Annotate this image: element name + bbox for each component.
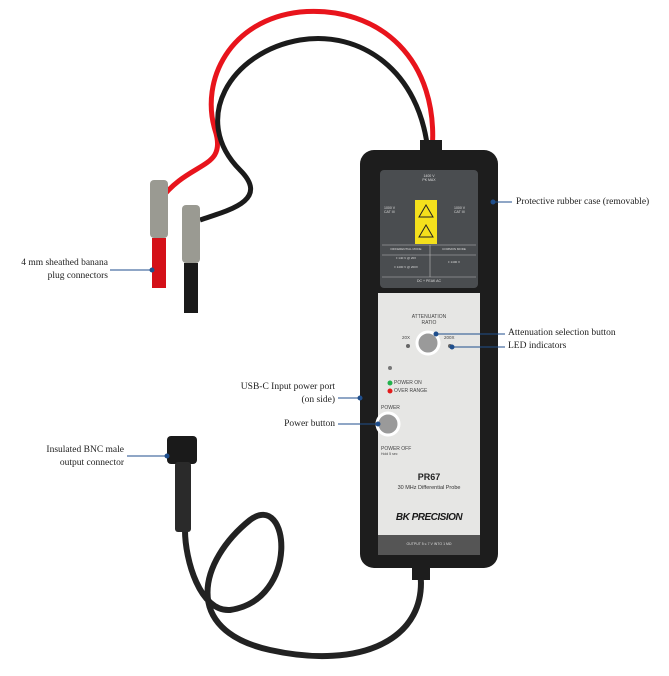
model-name: PR67 [417, 472, 441, 482]
label-over-range: OVER RANGE [394, 388, 428, 394]
callout-text: USB-C Input power port [240, 382, 335, 392]
output-strip [378, 535, 480, 555]
common-mode-column: COMMON MODE ± 1400 V [430, 247, 478, 264]
rating-footer: DC + PEAK AC [416, 279, 442, 283]
label-power-on: POWER ON [394, 380, 422, 386]
led-over-range [387, 388, 393, 394]
attenuation-label: ATTENUATION RATIO [380, 314, 478, 326]
red-test-lead [155, 8, 436, 221]
label-20x: 20X [402, 335, 411, 340]
bnc-output-cable [182, 511, 424, 660]
top-voltage: 1400 V [423, 174, 435, 178]
diff-mode-column: DIFFERENTIAL MODE ± 140 V @ 20X ± 1400 V… [382, 247, 430, 269]
callout-attenuation-button: Attenuation selection button [508, 328, 616, 338]
red-banana-plug [150, 180, 168, 288]
text: DIFFERENTIAL MODE [390, 247, 422, 251]
text: ± 140 V @ 20X [395, 256, 417, 260]
callout-text: (on side) [301, 395, 335, 405]
warning-panel-text: 1400 V PK MAX [380, 174, 478, 182]
label-200x: 200X [444, 335, 455, 340]
text: ± 1400 V @ 200X [394, 265, 418, 269]
black-test-lead [199, 36, 431, 223]
callout-rubber-case: Protective rubber case (removable) [516, 197, 650, 207]
black-banana-plug [182, 205, 200, 313]
output-rating: OUTPUT 5 ≤ 7 V INTO 1 MΩ [406, 542, 452, 546]
brand-logo: BK PRECISION [395, 512, 463, 523]
text: CAT III [384, 210, 395, 214]
callout-text: plug connectors [47, 271, 108, 281]
callout-bnc: Insulated BNC male output connector [10, 444, 124, 470]
callout-text: Insulated BNC male [46, 445, 124, 455]
callout-led-indicators: LED indicators [508, 341, 567, 351]
leader-lines [110, 199, 512, 459]
led-20x [406, 344, 410, 348]
warning-icon [415, 200, 437, 244]
attenuation-button[interactable] [415, 330, 441, 356]
text: ATTENUATION [411, 314, 447, 320]
text: COMMON MODE [442, 247, 466, 251]
text: 1000 V [384, 206, 396, 210]
callout-text: 4 mm sheathed banana [21, 258, 108, 268]
callout-banana-plugs: 4 mm sheathed banana plug connectors [10, 257, 108, 283]
text: CAT III [454, 210, 465, 214]
label-power-off: POWER OFF [381, 446, 412, 452]
led-power-on [387, 380, 393, 386]
callout-power-button: Power button [284, 419, 335, 429]
label-power: POWER [381, 405, 400, 411]
callout-text: output connector [59, 458, 124, 468]
usb-indicator [388, 366, 392, 370]
top-voltage-sub: PK MAX [422, 178, 436, 182]
label-hold: Hold 5 sec [381, 452, 398, 456]
text: 1000 V [454, 206, 466, 210]
callout-usbc: USB-C Input power port (on side) [200, 381, 335, 407]
bnc-connector [167, 436, 197, 532]
text: ± 1400 V [448, 260, 460, 264]
text: RATIO [421, 320, 437, 326]
model-description: 30 MHz Differential Probe [397, 485, 461, 491]
